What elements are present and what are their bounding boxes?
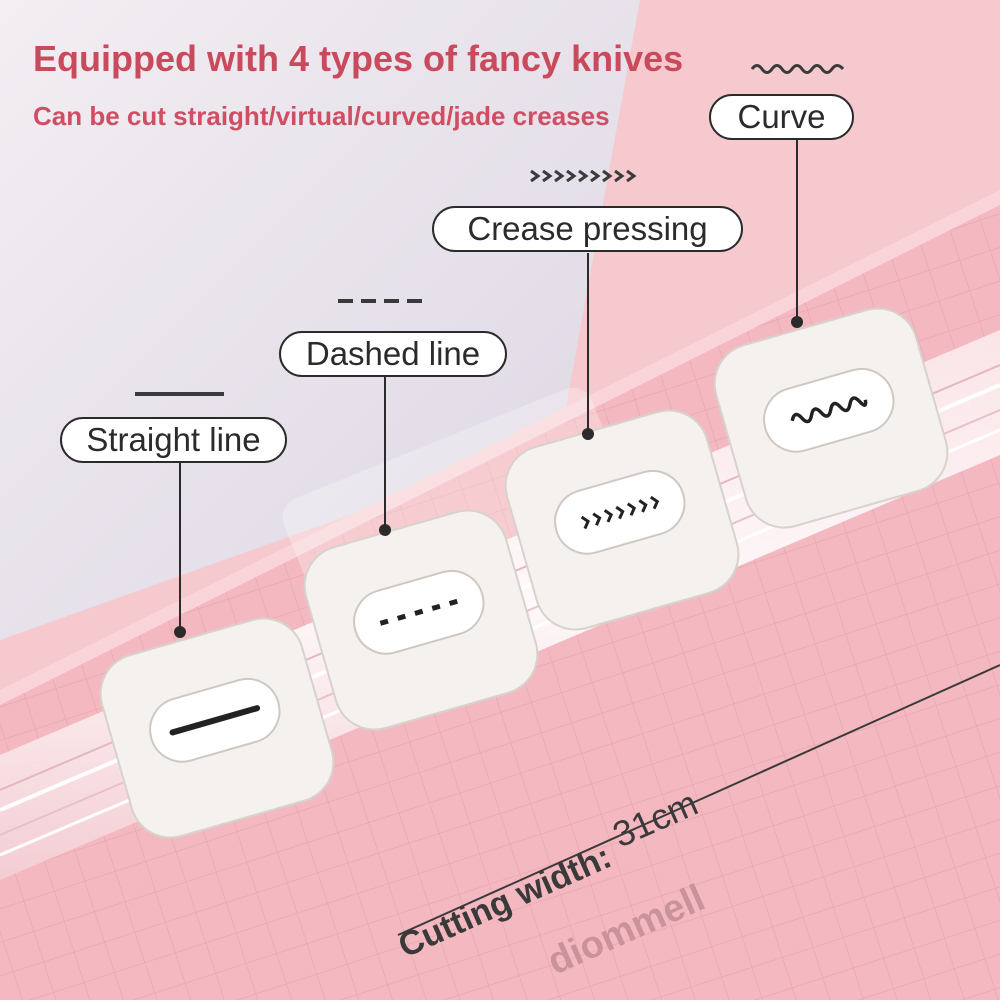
label-dashed-line: Dashed line	[279, 331, 507, 377]
dashed-blade-icon	[379, 598, 460, 626]
callout-dot-crease	[582, 428, 594, 440]
label-crease-pressing: Crease pressing	[432, 206, 743, 252]
straight-blade-icon	[169, 705, 261, 736]
callout-dot-dashed	[379, 524, 391, 536]
curve-blade-icon	[790, 396, 868, 424]
paper-sheet	[0, 0, 640, 640]
subheadline: Can be cut straight/virtual/curved/jade …	[33, 101, 610, 131]
knife-dashed[interactable]	[295, 501, 547, 739]
callout-lines	[179, 140, 798, 630]
label-straight-line: Straight line	[60, 417, 287, 463]
knife-crease[interactable]	[496, 401, 748, 639]
knife-straight[interactable]	[91, 609, 343, 847]
headline: Equipped with 4 types of fancy knives	[33, 38, 684, 79]
knife-curve[interactable]	[705, 299, 957, 537]
crease-blade-icon	[580, 495, 660, 530]
label-curve: Curve	[709, 94, 854, 140]
width-dimension-line	[397, 664, 1000, 936]
curve-sample-icon	[750, 64, 845, 74]
crease-sample-icon	[530, 169, 637, 183]
callout-dot-curve	[791, 316, 803, 328]
callout-dot-straight	[174, 626, 186, 638]
